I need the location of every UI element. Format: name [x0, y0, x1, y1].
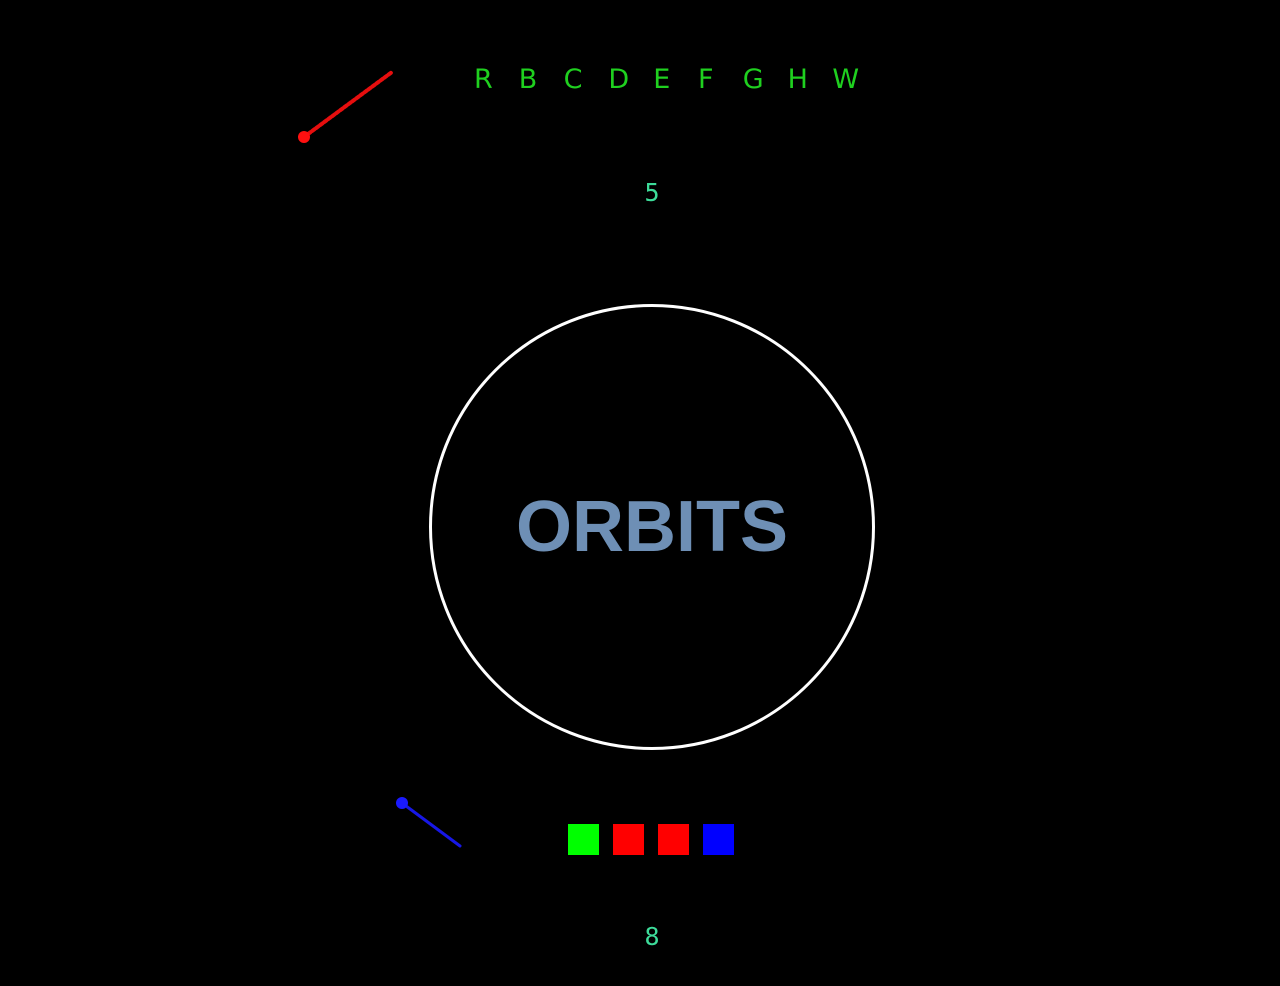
- menu-key-d[interactable]: D: [608, 64, 630, 95]
- blue-comet: [396, 797, 462, 848]
- red-square: [613, 824, 644, 855]
- menu-key-r[interactable]: R: [474, 64, 493, 95]
- blue-square: [703, 824, 734, 855]
- key-menu: R B C D E F G H W: [474, 62, 877, 98]
- menu-key-w[interactable]: W: [832, 64, 860, 95]
- orbit-ring: [429, 304, 875, 750]
- menu-key-g[interactable]: G: [742, 64, 764, 95]
- red-square: [658, 824, 689, 855]
- blue-comet-tail: [400, 801, 462, 848]
- green-square: [568, 824, 599, 855]
- red-comet-head: [298, 131, 310, 143]
- menu-key-c[interactable]: C: [563, 64, 583, 95]
- menu-key-e[interactable]: E: [653, 64, 671, 95]
- status-squares: [568, 824, 734, 855]
- red-comet-tail: [302, 70, 394, 139]
- menu-key-h[interactable]: H: [787, 64, 808, 95]
- game-title: ORBITS: [515, 487, 788, 567]
- menu-key-b[interactable]: B: [518, 64, 538, 95]
- score-top: 5: [644, 178, 660, 207]
- menu-key-f[interactable]: F: [697, 64, 714, 95]
- red-comet: [298, 70, 394, 143]
- score-bottom: 8: [644, 922, 660, 951]
- blue-comet-head: [396, 797, 408, 809]
